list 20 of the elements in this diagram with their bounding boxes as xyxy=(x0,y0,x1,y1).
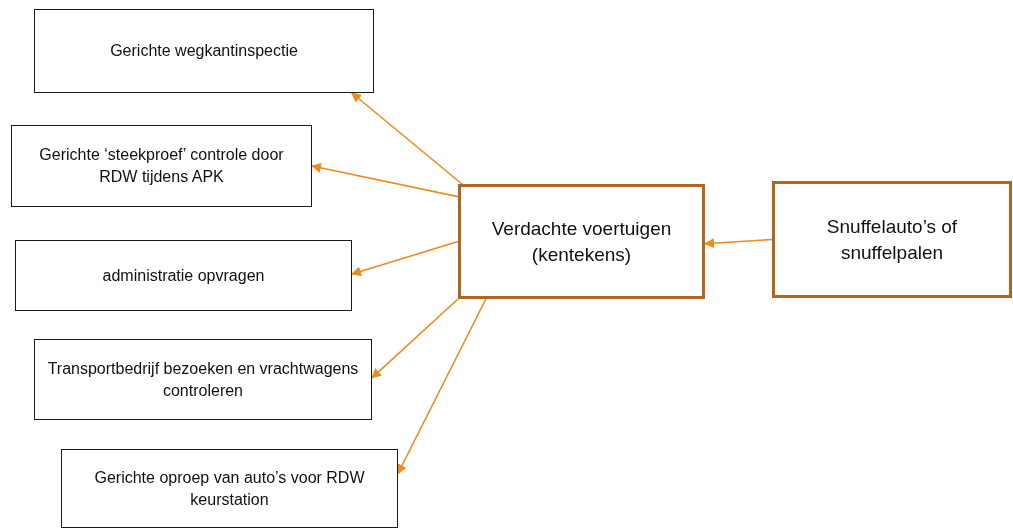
box-label: Gerichte wegkantinspectie xyxy=(110,41,298,62)
arrow xyxy=(351,240,459,277)
box-label: Transportbedrijf bezoeken en vrachtwagens controleren xyxy=(47,358,359,401)
process-box xyxy=(61,449,398,528)
box-label: Gerichte oproep van auto’s voor RDW keurstation xyxy=(93,467,366,510)
process-box xyxy=(34,339,372,420)
arrow xyxy=(311,162,459,198)
process-box xyxy=(15,240,352,311)
arrow xyxy=(371,298,459,379)
box-label: Snuffelauto’s of snuffelpalen xyxy=(825,214,959,265)
process-box xyxy=(458,184,705,299)
process-box xyxy=(11,125,312,207)
arrow xyxy=(397,298,487,475)
process-box xyxy=(34,9,374,93)
box-label: Verdachte voertuigen (kentekens) xyxy=(490,216,673,267)
box-label: Gerichte ‘steekproef’ controle door RDW tijdens APK xyxy=(38,145,285,187)
arrow xyxy=(704,238,773,249)
process-box xyxy=(772,181,1012,298)
box-label: administratie opvragen xyxy=(102,265,265,286)
arrow xyxy=(351,92,463,185)
